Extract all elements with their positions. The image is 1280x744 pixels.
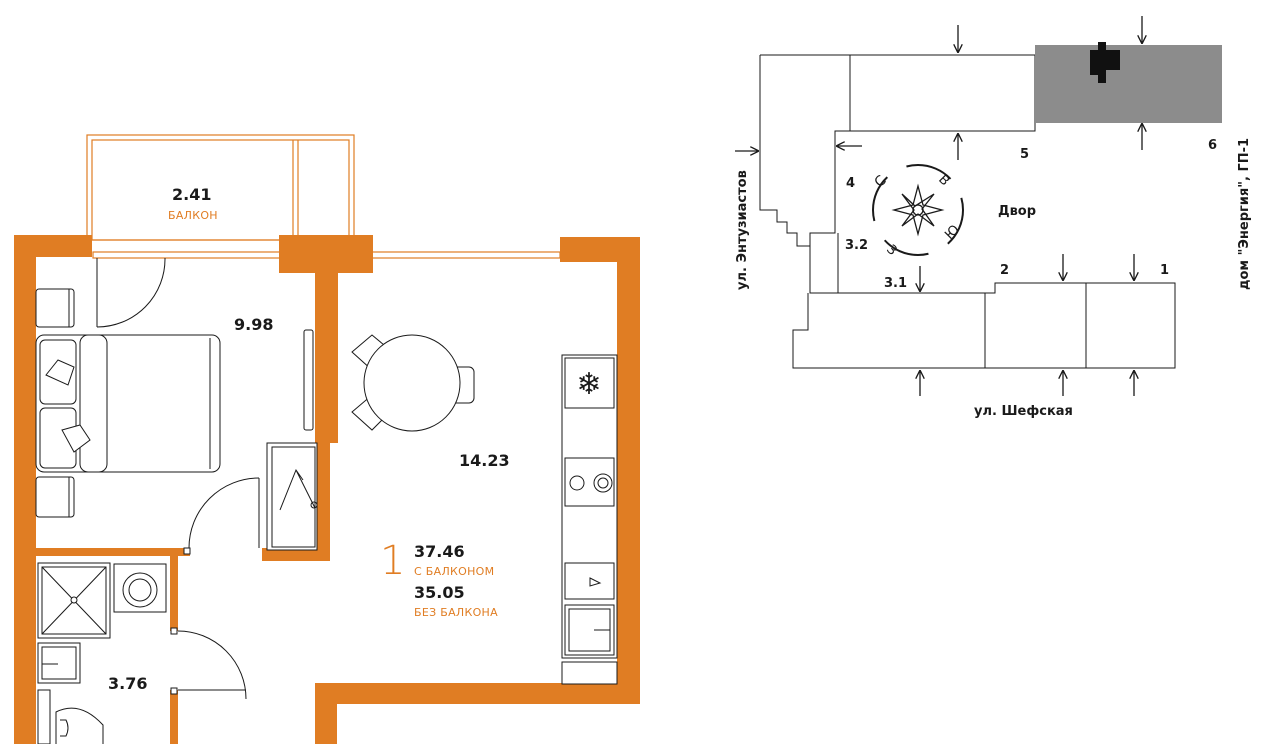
apartment-summary: 1 37.46 С БАЛКОНОМ 35.05 БЕЗ БАЛКОНА — [380, 538, 498, 619]
svg-text:❄: ❄ — [576, 367, 601, 402]
entrance-arrows — [735, 16, 1142, 396]
with-balcony-label: С БАЛКОНОМ — [414, 565, 494, 578]
kitchen-area: 14.23 — [459, 451, 510, 470]
balcony-label: БАЛКОН — [168, 209, 218, 222]
section-label-3-2: 3.2 — [845, 238, 868, 253]
site-plan: С В Ю З Двор ул. Шефская ул. Энтузиастов… — [735, 16, 1252, 419]
section-label-2: 2 — [1000, 263, 1009, 278]
section-label-5: 5 — [1020, 147, 1029, 162]
balcony-area: 2.41 — [172, 185, 211, 204]
bedroom-furniture — [35, 288, 318, 551]
compass-east: В — [935, 172, 952, 189]
courtyard-label: Двор — [998, 204, 1036, 219]
neighbor-building — [1035, 42, 1222, 123]
section-label-1: 1 — [1160, 263, 1169, 278]
section-label-4: 4 — [846, 176, 855, 191]
bathroom-area: 3.76 — [108, 674, 147, 693]
bedroom-area: 9.98 — [234, 315, 273, 334]
rooms-count: 1 — [380, 538, 405, 584]
without-balcony-label: БЕЗ БАЛКОНА — [414, 606, 498, 619]
compass-north: С — [872, 172, 890, 190]
site-labels: Двор ул. Шефская ул. Энтузиастов дом "Эн… — [735, 138, 1252, 419]
street-bottom-label: ул. Шефская — [974, 404, 1073, 419]
total-with-balcony: 37.46 — [414, 542, 465, 561]
street-left-label: ул. Энтузиастов — [735, 170, 750, 290]
apartment-plan: ❄ — [14, 134, 640, 744]
bathroom-fixtures — [37, 562, 167, 744]
neighbor-building-label: дом "Энергия", ГП-1 — [1237, 138, 1252, 290]
walls — [14, 235, 640, 744]
kitchen-unit: ❄ — [561, 354, 618, 685]
total-without-balcony: 35.05 — [414, 583, 465, 602]
section-label-3-1: 3.1 — [884, 276, 907, 291]
section-label-6: 6 — [1208, 138, 1217, 153]
compass-rose: С В Ю З — [872, 164, 964, 259]
compass-west: З — [883, 242, 900, 259]
balcony — [86, 134, 355, 241]
doors — [96, 257, 260, 700]
dining-table — [351, 334, 475, 432]
room-labels: 2.41 БАЛКОН 9.98 14.23 3.76 — [108, 185, 510, 693]
